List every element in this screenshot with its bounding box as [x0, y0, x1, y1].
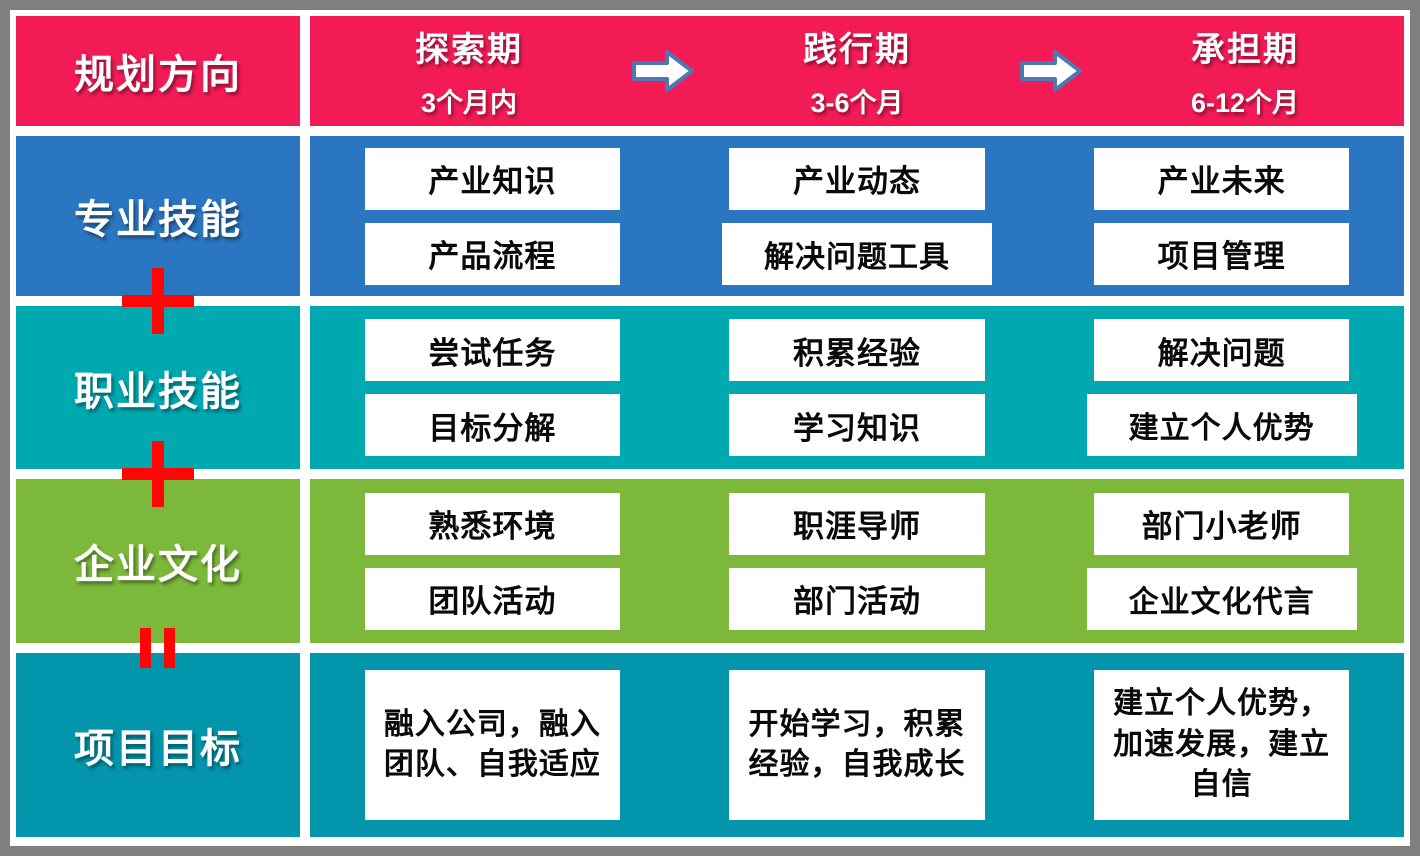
phase-title: 承担期: [1191, 31, 1299, 69]
cell-practice: 开始学习，积累经验，自我成长: [675, 653, 1040, 837]
timeline-header: 探索期 3个月内 践行期 3-6个月 承担期 6-12个月: [310, 16, 1404, 126]
goal-box: 建立个人优势，加速发展，建立自信: [1094, 670, 1350, 820]
cell-responsibility: 建立个人优势，加速发展，建立自信: [1039, 653, 1404, 837]
row-label-project-goals: 项目目标: [16, 653, 300, 837]
row-corporate-culture: 熟悉环境 团队活动 职涯导师 部门活动 部门小老师 企业文化代言: [310, 479, 1404, 643]
cell-exploration: 熟悉环境 团队活动: [310, 479, 675, 643]
cell-responsibility: 解决问题 建立个人优势: [1039, 306, 1404, 469]
item-box: 产业未来: [1094, 147, 1350, 210]
planning-grid: 规划方向 探索期 3个月内 践行期 3-6个月 承担期: [16, 16, 1404, 840]
item-box: 企业文化代言: [1086, 567, 1357, 630]
cell-responsibility: 产业未来 项目管理: [1039, 136, 1404, 296]
phase-duration: 3个月内: [420, 88, 518, 118]
plus-icon: [122, 268, 194, 334]
cell-practice: 产业动态 解决问题工具: [675, 136, 1040, 296]
item-box: 团队活动: [364, 567, 620, 630]
phase-practice: 践行期 3-6个月: [698, 22, 1016, 120]
goal-box: 开始学习，积累经验，自我成长: [729, 670, 985, 820]
right-arrow-icon: [628, 48, 698, 94]
item-box: 尝试任务: [364, 319, 620, 381]
item-box: 部门小老师: [1094, 492, 1350, 555]
phase-title: 践行期: [803, 31, 911, 69]
row-label-text: 专业技能: [74, 198, 242, 242]
cell-responsibility: 部门小老师 企业文化代言: [1039, 479, 1404, 643]
item-box: 解决问题工具: [722, 222, 992, 285]
row-vocational-skills: 尝试任务 目标分解 积累经验 学习知识 解决问题 建立个人优势: [310, 306, 1404, 469]
cell-exploration: 产业知识 产品流程: [310, 136, 675, 296]
item-box: 职涯导师: [729, 492, 985, 555]
phase-responsibility: 承担期 6-12个月: [1086, 22, 1404, 120]
item-box: 积累经验: [729, 319, 985, 381]
goal-box: 融入公司，融入团队、自我适应: [364, 670, 620, 820]
cell-practice: 积累经验 学习知识: [675, 306, 1040, 469]
item-box: 产品流程: [364, 222, 620, 285]
phase-title: 探索期: [415, 31, 523, 69]
item-box: 目标分解: [364, 394, 620, 456]
plus-icon: [122, 441, 194, 507]
phase-duration: 6-12个月: [1190, 88, 1300, 118]
row-project-goals: 融入公司，融入团队、自我适应 开始学习，积累经验，自我成长 建立个人优势，加速发…: [310, 653, 1404, 837]
phase-exploration: 探索期 3个月内: [310, 22, 628, 120]
cell-exploration: 融入公司，融入团队、自我适应: [310, 653, 675, 837]
corner-header: 规划方向: [16, 16, 300, 126]
item-box: 解决问题: [1094, 319, 1350, 381]
equals-icon: [140, 628, 176, 668]
item-box: 产业动态: [729, 147, 985, 210]
row-professional-skills: 产业知识 产品流程 产业动态 解决问题工具 产业未来 项目管理: [310, 136, 1404, 296]
corner-header-label: 规划方向: [74, 53, 242, 97]
item-box: 部门活动: [729, 567, 985, 630]
item-box: 学习知识: [729, 394, 985, 456]
item-box: 熟悉环境: [364, 492, 620, 555]
row-label-text: 职业技能: [74, 369, 242, 414]
item-box: 建立个人优势: [1086, 394, 1357, 456]
item-box: 产业知识: [364, 147, 620, 210]
row-label-text: 项目目标: [74, 727, 242, 771]
cell-practice: 职涯导师 部门活动: [675, 479, 1040, 643]
right-arrow-icon: [1016, 48, 1086, 94]
phase-duration: 3-6个月: [810, 88, 904, 118]
item-box: 项目管理: [1094, 222, 1350, 285]
cell-exploration: 尝试任务 目标分解: [310, 306, 675, 469]
row-label-text: 企业文化: [74, 543, 242, 587]
